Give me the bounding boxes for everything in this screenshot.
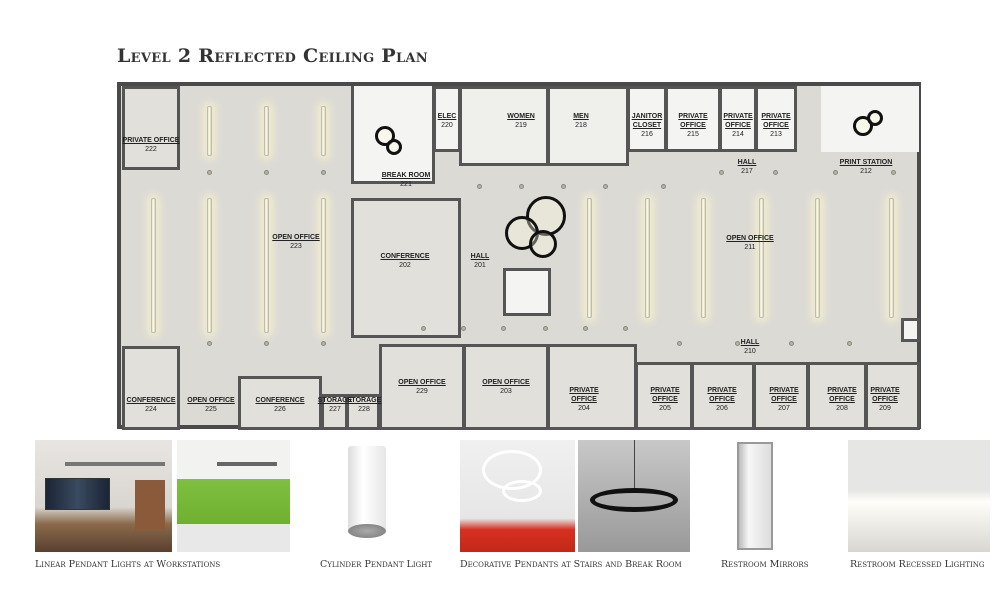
linear-pendant	[587, 198, 592, 318]
linear-pendant	[701, 198, 706, 318]
downlight	[501, 326, 506, 331]
decorative-pendant	[867, 110, 883, 126]
caption-cylinder: Cylinder Pendant Light	[320, 559, 432, 570]
photo-decorative-pendant-room	[460, 440, 575, 552]
downlight	[583, 326, 588, 331]
decorative-pendant	[529, 230, 557, 258]
shaft	[901, 318, 920, 342]
stair-opening	[503, 268, 551, 316]
downlight	[891, 170, 896, 175]
downlight	[773, 170, 778, 175]
caption-recessed: Restroom Recessed Lighting	[850, 559, 985, 570]
room-209	[865, 362, 920, 430]
caption-mirrors: Restroom Mirrors	[721, 559, 809, 570]
downlight	[519, 184, 524, 189]
room-226	[238, 376, 322, 430]
downlight	[661, 184, 666, 189]
room-213	[755, 86, 797, 152]
downlight	[543, 326, 548, 331]
downlight	[623, 326, 628, 331]
downlight	[264, 170, 269, 175]
room-222	[122, 86, 180, 170]
room-219	[459, 86, 549, 166]
downlight	[461, 326, 466, 331]
room-220	[433, 86, 461, 152]
photo-linear-pendant-reception	[35, 440, 172, 552]
room-218	[547, 86, 629, 166]
linear-pendant	[321, 198, 326, 333]
linear-pendant	[151, 198, 156, 333]
downlight	[735, 341, 740, 346]
room-228	[346, 394, 380, 430]
linear-pendant	[759, 198, 764, 318]
photo-decorative-pendant-ring	[578, 440, 690, 552]
downlight	[561, 184, 566, 189]
linear-pendant	[264, 106, 269, 156]
room-224	[122, 346, 180, 430]
downlight	[477, 184, 482, 189]
downlight	[789, 341, 794, 346]
downlight	[833, 170, 838, 175]
page-title: Level 2 Reflected Ceiling Plan	[117, 45, 428, 67]
room-207	[753, 362, 809, 430]
caption-decorative: Decorative Pendants at Stairs and Break …	[460, 559, 682, 570]
downlight	[264, 341, 269, 346]
room-202	[351, 198, 461, 338]
room-204	[547, 344, 637, 430]
photo-linear-pendant-office	[177, 440, 290, 552]
downlight	[677, 341, 682, 346]
downlight	[207, 170, 212, 175]
downlight	[207, 341, 212, 346]
linear-pendant	[815, 198, 820, 318]
decorative-pendant	[386, 139, 402, 155]
downlight	[719, 170, 724, 175]
linear-pendant	[321, 106, 326, 156]
photo-restroom-recessed	[848, 440, 990, 552]
caption-linear: Linear Pendant Lights at Workstations	[35, 559, 221, 570]
downlight	[321, 341, 326, 346]
downlight	[603, 184, 608, 189]
photo-cylinder-pendant	[344, 440, 390, 552]
photo-restroom-mirror	[733, 440, 779, 552]
linear-pendant	[889, 198, 894, 318]
downlight	[321, 170, 326, 175]
linear-pendant	[645, 198, 650, 318]
linear-pendant	[207, 198, 212, 333]
linear-pendant	[207, 106, 212, 156]
downlight	[847, 341, 852, 346]
linear-pendant	[264, 198, 269, 333]
downlight	[421, 326, 426, 331]
